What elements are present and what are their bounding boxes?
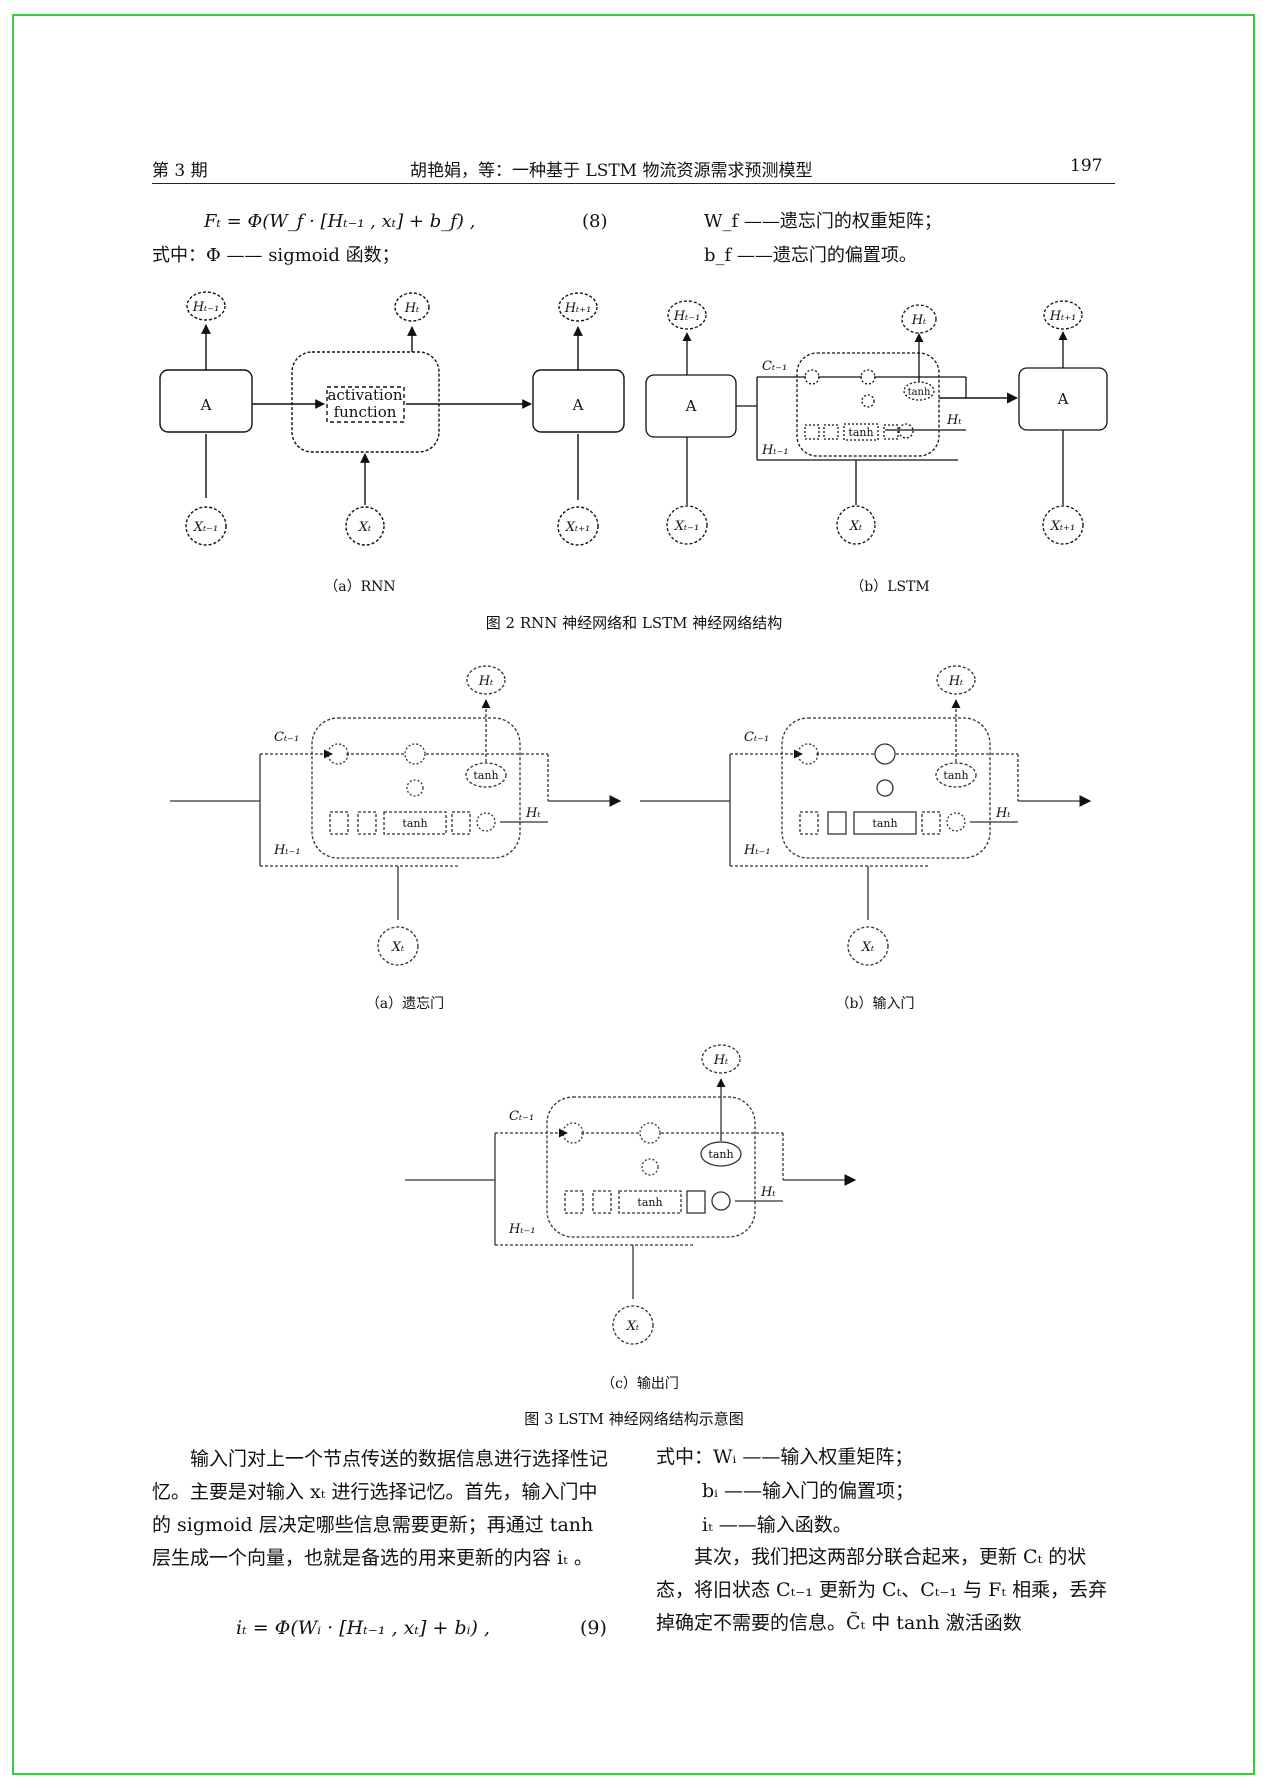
equation-8: Fₜ = Φ(W_f · [Hₜ₋₁ , xₜ] + b_f) , [204,211,476,232]
activation-label: activation [327,386,402,404]
rnn-x-cur-label: Xₜ [358,520,372,535]
equation-9: iₜ = Φ(Wᵢ · [Hₜ₋₁ , xₜ] + bᵢ) , [236,1617,490,1639]
output-c-prev-label: Cₜ₋₁ [509,1109,534,1124]
lstm-h-prev-label: Hₜ₋₁ [673,309,701,324]
right-paragraph: 其次，我们把这两部分联合起来，更新 Cₜ 的状态，将旧状态 Cₜ₋₁ 更新为 C… [656,1546,1108,1634]
lstm-x-cur-label: Xₜ [849,519,863,534]
rnn-x-next-label: Xₜ₊₁ [565,520,591,535]
figure-2b-caption: （b）LSTM [850,579,930,595]
lstm-x-next-label: Xₜ₊₁ [1050,519,1076,534]
activation-function-box [326,386,405,423]
wf-definition: W_f ——遗忘门的权重矩阵； [704,211,942,232]
lstm-a-left-label: A [685,397,697,415]
lstm-c-prev-label: Cₜ₋₁ [762,359,787,374]
it-definition: iₜ ——输入函数。 [702,1514,852,1536]
output-x-label: Xₜ [626,1319,640,1334]
figure-3b-caption: （b）输入门 [835,996,915,1012]
output-gate-diagram [405,1044,857,1345]
lstm-tanh-box-label: tanh [848,426,873,439]
lstm-tanh-ellipse-label: tanh [908,387,931,398]
function-label: function [334,403,397,421]
lstm-h-out-label: Hₜ [946,413,962,428]
lstm-h-next-label: Hₜ₊₁ [1049,309,1077,324]
page-border [12,14,1255,1775]
rnn-x-prev-label: Xₜ₋₁ [193,520,219,535]
forget-gate-diagram [170,665,622,966]
figure-3-caption: 图 3 LSTM 神经网络结构示意图 [524,1410,744,1428]
forget-h-out-label: Hₜ [525,806,541,821]
lstm-a-right-label: A [1057,390,1069,408]
figure-3a-caption: （a）遗忘门 [365,996,445,1012]
rnn-diagram [159,291,625,546]
output-tanh-ellipse-label: tanh [708,1148,733,1161]
forget-tanh-label: tanh [402,817,427,830]
forget-c-prev-label: Cₜ₋₁ [274,730,299,745]
bf-definition: b_f ——遗忘门的偏置项。 [704,245,917,266]
output-h-out-label: Hₜ [760,1185,776,1200]
running-title: 胡艳娟，等：一种基于 LSTM 物流资源需求预测模型 [410,161,813,181]
forget-x-label: Xₜ [391,940,405,955]
input-tanh-ellipse-label: tanh [943,769,968,782]
lstm-diagram [645,300,1108,545]
figure-2a-caption: （a）RNN [324,579,396,595]
input-h-out-label: Hₜ [995,806,1011,821]
input-x-label: Xₜ [861,940,875,955]
rnn-a-right-label: A [572,396,584,414]
input-gate-diagram [640,665,1092,966]
figure-2-caption: 图 2 RNN 神经网络和 LSTM 神经网络结构 [485,614,783,632]
rnn-a-left-label: A [200,396,212,414]
figure-3c-caption: （c）输出门 [601,1376,679,1392]
page-number: 197 [1070,156,1103,176]
input-h-top-label: Hₜ [948,674,964,689]
forget-tanh-ellipse-label: tanh [473,769,498,782]
forget-h-prev-label: Hₜ₋₁ [273,843,301,858]
wi-definition: 式中：Wᵢ ——输入权重矩阵； [656,1446,914,1468]
lstm-x-prev-label: Xₜ₋₁ [674,519,700,534]
left-paragraph: 输入门对上一个节点传送的数据信息进行选择性记忆。主要是对输入 xₜ 进行选择记忆… [152,1448,609,1569]
input-tanh-label: tanh [872,817,897,830]
output-h-top-label: Hₜ [713,1053,729,1068]
rnn-cell-center [291,351,440,453]
bi-definition: bᵢ ——输入门的偏置项； [702,1480,915,1502]
rnn-h-next-label: Hₜ₊₁ [564,301,592,316]
rnn-h-cur-label: Hₜ [404,301,420,316]
output-h-prev-label: Hₜ₋₁ [508,1222,536,1237]
input-h-prev-label: Hₜ₋₁ [743,843,771,858]
input-c-prev-label: Cₜ₋₁ [744,730,769,745]
forget-h-top-label: Hₜ [478,674,494,689]
rnn-h-prev-label: Hₜ₋₁ [192,300,220,315]
equation-9-number: (9) [580,1617,607,1639]
output-tanh-label: tanh [637,1196,662,1209]
lstm-h-cur-label: Hₜ [911,313,927,328]
issue-label: 第 3 期 [152,161,208,181]
equation-8-number: (8) [582,211,608,232]
lstm-h-prev-line-label: Hₜ₋₁ [761,443,789,458]
header-rule [152,183,1115,184]
phi-definition: 式中：Φ —— sigmoid 函数； [152,245,400,266]
